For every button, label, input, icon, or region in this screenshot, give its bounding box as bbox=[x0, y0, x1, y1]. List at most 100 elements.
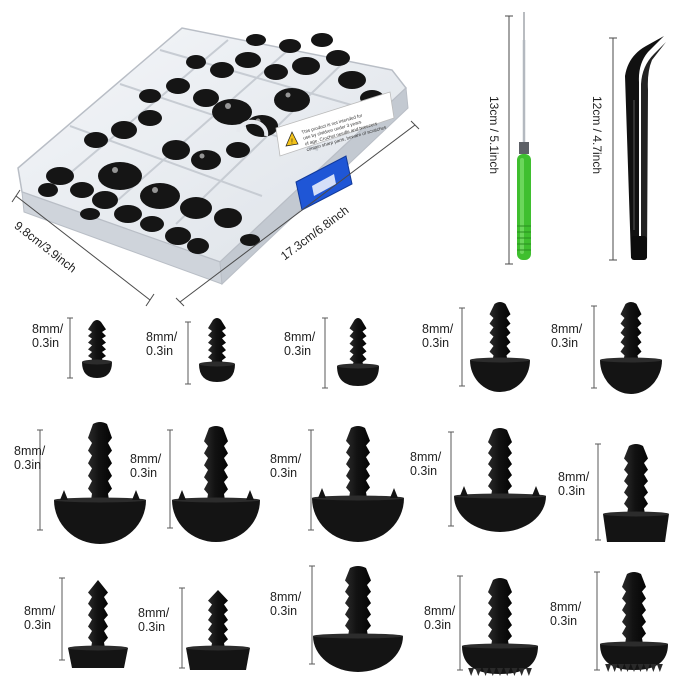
eye-size-in: 0.3in bbox=[138, 620, 166, 634]
eye-stem bbox=[88, 422, 112, 500]
warning-text: This product is not intended for use by … bbox=[301, 107, 388, 152]
eye-size-mm: 8mm/ bbox=[24, 604, 56, 618]
eye-size-mm: 8mm/ bbox=[14, 444, 46, 458]
safety-eye-icon bbox=[313, 566, 403, 672]
safety-eye-icon bbox=[603, 444, 669, 542]
eye-stem bbox=[346, 426, 370, 498]
eye-size-in: 0.3in bbox=[551, 336, 579, 350]
eye-cap bbox=[172, 500, 260, 542]
eye-size-label: 8mm/0.3in bbox=[284, 330, 315, 358]
eye-stem bbox=[488, 428, 512, 496]
eye-dimension-bars bbox=[37, 305, 601, 671]
needle-dimension: 13cm / 5.1inch bbox=[487, 95, 502, 175]
safety-eye-icon bbox=[600, 572, 668, 672]
eye-stem bbox=[488, 578, 512, 646]
eye-cap bbox=[82, 362, 112, 378]
eye-size-in: 0.3in bbox=[422, 336, 450, 350]
eye-size-label: 8mm/0.3in bbox=[32, 322, 63, 350]
eye-cap bbox=[337, 366, 379, 386]
eye-size-bar bbox=[459, 307, 465, 387]
eye-size-label: 8mm/0.3in bbox=[24, 604, 55, 632]
eye-size-bar bbox=[185, 321, 191, 385]
eye-size-bar bbox=[37, 429, 43, 531]
eye-size-label: 8mm/0.3in bbox=[410, 450, 441, 478]
eye-size-bar bbox=[309, 565, 315, 665]
safety-eye-icon bbox=[68, 580, 128, 668]
eye-size-in: 0.3in bbox=[424, 618, 452, 632]
eye-size-mm: 8mm/ bbox=[32, 322, 64, 336]
eye-size-in: 0.3in bbox=[270, 466, 298, 480]
eye-cap bbox=[54, 500, 146, 544]
eye-size-mm: 8mm/ bbox=[138, 606, 170, 620]
tweezers-icon bbox=[625, 36, 666, 260]
safety-eye-icon bbox=[199, 318, 235, 382]
eye-cap bbox=[462, 646, 538, 674]
safety-eye-icon bbox=[462, 578, 538, 676]
eye-stem bbox=[349, 318, 367, 366]
eye-cap bbox=[199, 364, 235, 382]
eye-size-label: 8mm/0.3in bbox=[146, 330, 177, 358]
needle-dimension-line bbox=[505, 15, 513, 265]
svg-text:!: ! bbox=[291, 139, 293, 146]
safety-eye-icon bbox=[82, 320, 112, 378]
eye-size-mm: 8mm/ bbox=[422, 322, 454, 336]
eye-cap bbox=[603, 514, 669, 542]
eye-size-label: 8mm/0.3in bbox=[270, 590, 301, 618]
eye-size-label: 8mm/0.3in bbox=[270, 452, 301, 480]
eye-cap bbox=[186, 648, 250, 670]
eye-cap bbox=[312, 498, 404, 542]
eye-stem bbox=[208, 318, 226, 364]
eye-cap bbox=[313, 636, 403, 672]
eye-size-mm: 8mm/ bbox=[130, 452, 162, 466]
eye-size-bar bbox=[167, 429, 173, 529]
eye-size-bar bbox=[308, 429, 314, 531]
eye-size-mm: 8mm/ bbox=[551, 322, 583, 336]
warning-icon: ! bbox=[285, 131, 299, 147]
eye-cap bbox=[68, 648, 128, 668]
eye-size-label: 8mm/0.3in bbox=[550, 600, 581, 628]
eye-size-bar bbox=[448, 431, 454, 527]
eye-size-mm: 8mm/ bbox=[424, 604, 456, 618]
eye-size-label: 8mm/0.3in bbox=[138, 606, 169, 634]
eye-stem bbox=[88, 320, 106, 362]
storage-box: ! This product is not intended for use b… bbox=[17, 27, 409, 286]
tweezer-dimension: 12cm / 4.7inch bbox=[590, 95, 605, 175]
warning-label: ! This product is not intended for use b… bbox=[275, 91, 395, 157]
safety-eye-icon bbox=[470, 302, 530, 392]
eye-stem bbox=[622, 572, 646, 644]
eye-size-in: 0.3in bbox=[130, 466, 158, 480]
eye-stem bbox=[489, 302, 511, 360]
eye-size-bar bbox=[322, 317, 328, 389]
safety-eye-icon bbox=[454, 428, 546, 532]
eye-size-bar bbox=[595, 443, 601, 541]
eye-stem bbox=[204, 426, 228, 500]
eye-size-in: 0.3in bbox=[410, 464, 438, 478]
eye-size-mm: 8mm/ bbox=[270, 452, 302, 466]
box-dimension-lines bbox=[11, 120, 420, 307]
eye-stem bbox=[88, 580, 108, 648]
eye-size-in: 0.3in bbox=[284, 344, 312, 358]
safety-eye-icon bbox=[172, 426, 260, 542]
eye-size-bar bbox=[591, 305, 597, 389]
eye-cap bbox=[470, 360, 530, 392]
eye-size-mm: 8mm/ bbox=[558, 470, 590, 484]
eye-size-label: 8mm/0.3in bbox=[422, 322, 453, 350]
eye-size-mm: 8mm/ bbox=[410, 450, 442, 464]
safety-eyes bbox=[54, 302, 669, 676]
eye-stem bbox=[624, 444, 648, 514]
eye-size-mm: 8mm/ bbox=[284, 330, 316, 344]
tweezer-dimension-line bbox=[609, 37, 617, 261]
eye-size-bar bbox=[594, 571, 600, 671]
eye-size-label: 8mm/0.3in bbox=[424, 604, 455, 632]
eye-size-bar bbox=[67, 317, 73, 379]
eye-size-in: 0.3in bbox=[550, 614, 578, 628]
eye-stem bbox=[345, 566, 371, 636]
eye-size-mm: 8mm/ bbox=[146, 330, 178, 344]
eye-size-mm: 8mm/ bbox=[550, 600, 582, 614]
safety-eye-icon bbox=[600, 302, 662, 394]
eye-size-bar bbox=[59, 577, 65, 661]
safety-eye-icon bbox=[337, 318, 379, 386]
safety-eye-icon bbox=[312, 426, 404, 542]
eye-size-label: 8mm/0.3in bbox=[130, 452, 161, 480]
safety-eye-icon bbox=[186, 590, 250, 670]
